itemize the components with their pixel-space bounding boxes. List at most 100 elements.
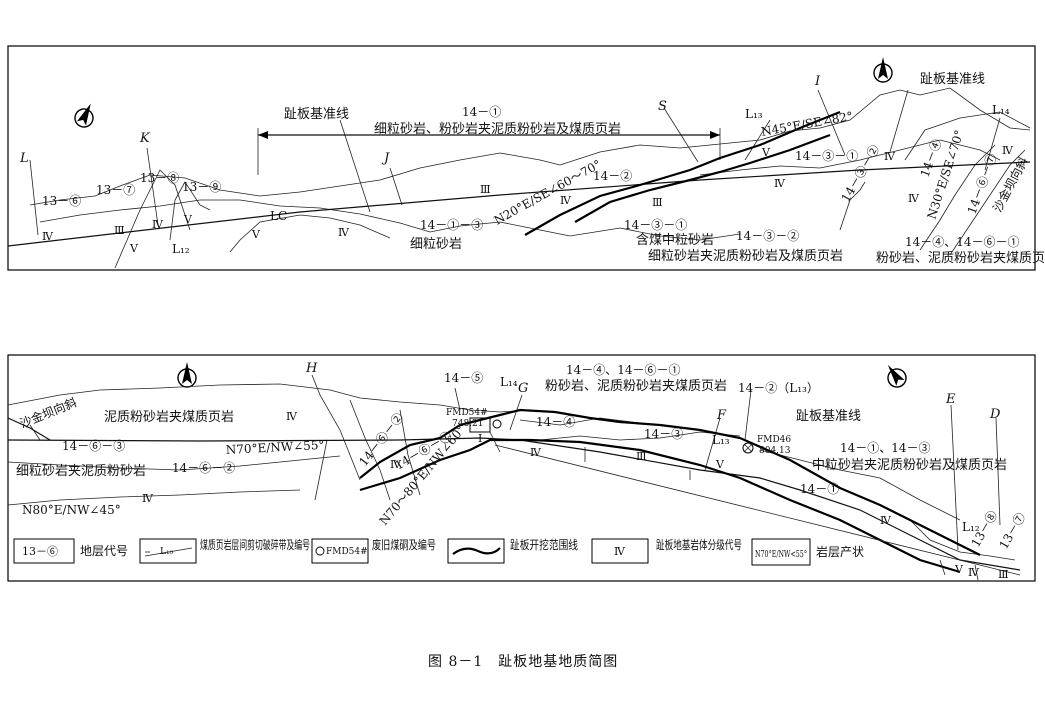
legend-symbol: Ⅳ	[614, 545, 626, 558]
figure-caption: 图 8－1 趾板地基地质简图	[428, 653, 618, 670]
rock-grade-label: Ⅲ	[114, 224, 125, 237]
rock-grade-label: Ⅳ	[142, 492, 154, 505]
leader-line	[744, 389, 752, 441]
unit-label: 13－⑥	[42, 194, 81, 208]
datum-line	[7, 161, 1031, 247]
lithology-label: 含煤中粒砂岩	[636, 232, 714, 248]
dimension-tick	[974, 564, 979, 581]
panel-2-frame	[7, 354, 1036, 582]
legend-label: 趾板开挖范围线	[510, 537, 578, 552]
rock-grade-label: Ⅴ	[129, 242, 139, 255]
legend-swatch	[447, 538, 505, 564]
unit-label: 14－①	[800, 482, 839, 496]
baseline-label: 趾板基准线	[796, 409, 861, 424]
attitude-label: N80°E/NW∠45°	[22, 503, 121, 517]
terrain-line	[29, 87, 1031, 206]
legend-swatch	[13, 538, 75, 564]
rock-grade-label: Ⅴ	[183, 213, 193, 226]
leader-line	[29, 159, 39, 236]
leader-line	[389, 167, 403, 206]
rock-grade-label: Ⅰ	[478, 432, 482, 445]
rock-grade-label: Ⅳ	[530, 446, 542, 459]
boundary-line	[539, 431, 741, 441]
excavation-boundary-line	[229, 214, 391, 253]
profile-letter: E	[945, 392, 956, 407]
profile-letter: D	[989, 407, 1001, 422]
dimension-tick	[939, 559, 946, 576]
boundary-line	[349, 399, 391, 501]
boundary-line	[759, 449, 961, 521]
lithology-label: 细粒砂岩	[410, 237, 462, 252]
leader-line	[509, 394, 523, 431]
excavation-line	[524, 110, 841, 236]
syncline-label: 沙金坝向斜	[18, 394, 79, 430]
fault-label: LC	[270, 209, 287, 223]
rock-grade-label: Ⅳ	[152, 218, 164, 231]
boundary-line	[919, 144, 996, 251]
legend-label: 煤质页岩层间剪切破碎带及编号	[200, 537, 310, 552]
lithology-label: 细粒砂岩夹泥质粉砂岩	[16, 464, 146, 479]
rock-grade-label: Ⅲ	[652, 196, 663, 209]
rock-grade-label: Ⅳ	[880, 514, 892, 527]
boundary-line	[519, 417, 641, 426]
north-arrow-icon	[177, 362, 197, 388]
rock-grade-label: Ⅴ	[761, 146, 771, 159]
unit-label: 14－②（L₁₃）	[738, 381, 819, 395]
syncline-axis	[29, 424, 41, 441]
unit-label: 14－④、14－⑥－①	[566, 363, 681, 377]
legend-symbol: N70°E/NW<55°	[755, 550, 807, 560]
unit-label: 14－⑤	[444, 371, 483, 385]
unit-label: 14－①、14－③	[840, 441, 931, 455]
attitude-label: N20°E/SE∠60～70°	[492, 157, 604, 227]
dimension-line	[494, 444, 1021, 576]
north-arrow-icon	[887, 364, 907, 388]
well-id: FMD54#	[446, 408, 488, 418]
lower-boundary-line	[39, 199, 741, 241]
unit-label: 14－②	[593, 169, 632, 183]
adit-icon	[315, 546, 325, 556]
rock-grade-label: Ⅴ	[715, 458, 725, 471]
rock-grade-label: Ⅳ	[390, 458, 402, 471]
leader-line	[950, 404, 959, 551]
excavation-line	[574, 133, 831, 223]
legend-label: 岩层产状	[816, 544, 864, 559]
unit-label: 14－③－①	[795, 149, 858, 163]
legend-symbol: L₁₀	[160, 547, 174, 557]
unit-label: 14－⑥－②	[172, 461, 235, 475]
fault-zone-line	[114, 169, 191, 269]
leader-line	[817, 89, 846, 156]
profile-letter: H	[305, 361, 318, 376]
attitude-label: N70°E/NW∠55°	[225, 438, 324, 457]
legend-swatch	[311, 538, 369, 564]
boundary-line	[7, 455, 341, 471]
leader-line	[744, 119, 771, 161]
boundary-line	[904, 111, 1031, 161]
excavation-line	[359, 438, 961, 574]
unit-label: 14－①	[462, 105, 501, 119]
unit-label: 14－④	[536, 415, 575, 429]
leader-line	[704, 417, 721, 471]
boundary-line	[399, 409, 421, 496]
fault-label: L₁₂	[962, 520, 980, 534]
coal-adit-marker	[742, 442, 754, 454]
rock-grade-label: Ⅳ	[968, 566, 980, 579]
profile-letter: F	[716, 408, 727, 423]
profile-letter: G	[518, 381, 528, 396]
north-arrow-icon	[74, 103, 94, 128]
legend: 13－⑥ 地层代号 L₁₀ 煤质页岩层间剪切破碎带及编号 FMD54# 废旧煤硐…	[13, 537, 864, 566]
leader-line	[995, 417, 1001, 526]
leader-line	[984, 117, 1001, 171]
lithology-label: 中粒砂岩夹泥质粉砂岩及煤质页岩	[812, 458, 1007, 473]
leader-line	[314, 439, 328, 501]
boundary-line	[949, 149, 1026, 256]
profile-letter: I	[814, 74, 821, 89]
baseline-label: 趾板基准线	[920, 72, 985, 87]
attitude-label: N45°E/SE∠82°	[760, 109, 854, 139]
fault-label: L₁₃	[745, 107, 763, 121]
lithology-label: 细粒砂岩、粉砂岩夹泥质粉砂岩及煤质页岩	[374, 122, 621, 137]
unit-label: 14－③	[644, 427, 683, 441]
legend-label: 废旧煤硐及编号	[372, 537, 436, 552]
boundary-line	[839, 181, 866, 231]
unit-label: 14－④、14－⑥－①	[905, 235, 1020, 249]
profile-letter: L	[19, 151, 29, 166]
